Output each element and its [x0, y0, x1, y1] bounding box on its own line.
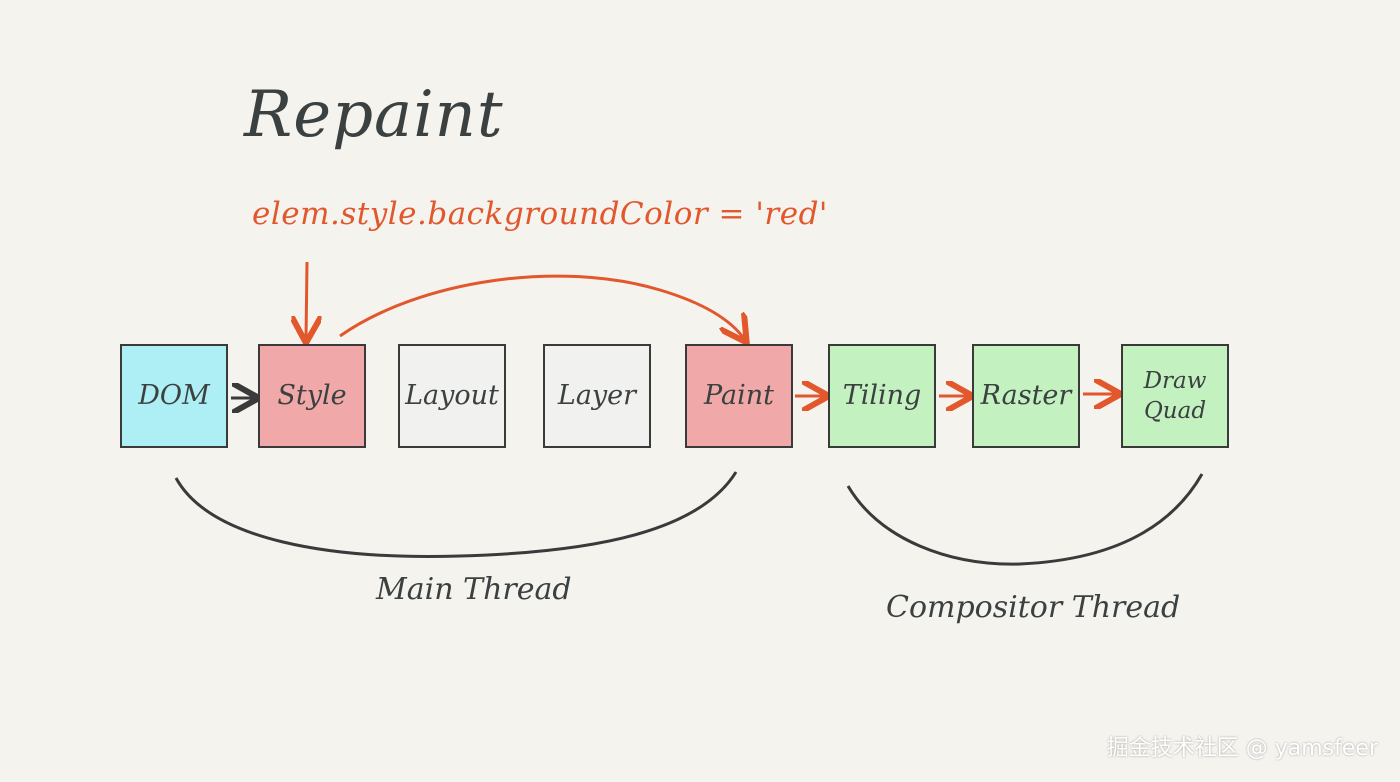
stage-paint: Paint — [685, 344, 793, 448]
trigger-arrow — [306, 261, 307, 340]
trigger-code: elem.style.backgroundColor = 'red' — [252, 196, 828, 232]
stage-layer: Layer — [543, 344, 651, 448]
main-thread-brace — [174, 471, 738, 558]
skip-arc-arrow — [339, 274, 745, 340]
compositor-thread-brace — [846, 473, 1204, 566]
stage-style: Style — [258, 344, 366, 448]
main-thread-label: Main Thread — [376, 572, 572, 607]
stage-tiling: Tiling — [828, 344, 936, 448]
stage-raster: Raster — [972, 344, 1080, 448]
diagram-title: Repaint — [244, 78, 504, 152]
watermark: 掘金技术社区 @ yamsfeer — [1106, 736, 1378, 761]
compositor-thread-label: Compositor Thread — [886, 590, 1181, 625]
stage-dom: DOM — [120, 344, 228, 448]
stage-draw-quad: Draw Quad — [1121, 344, 1229, 448]
stage-layout: Layout — [398, 344, 506, 448]
